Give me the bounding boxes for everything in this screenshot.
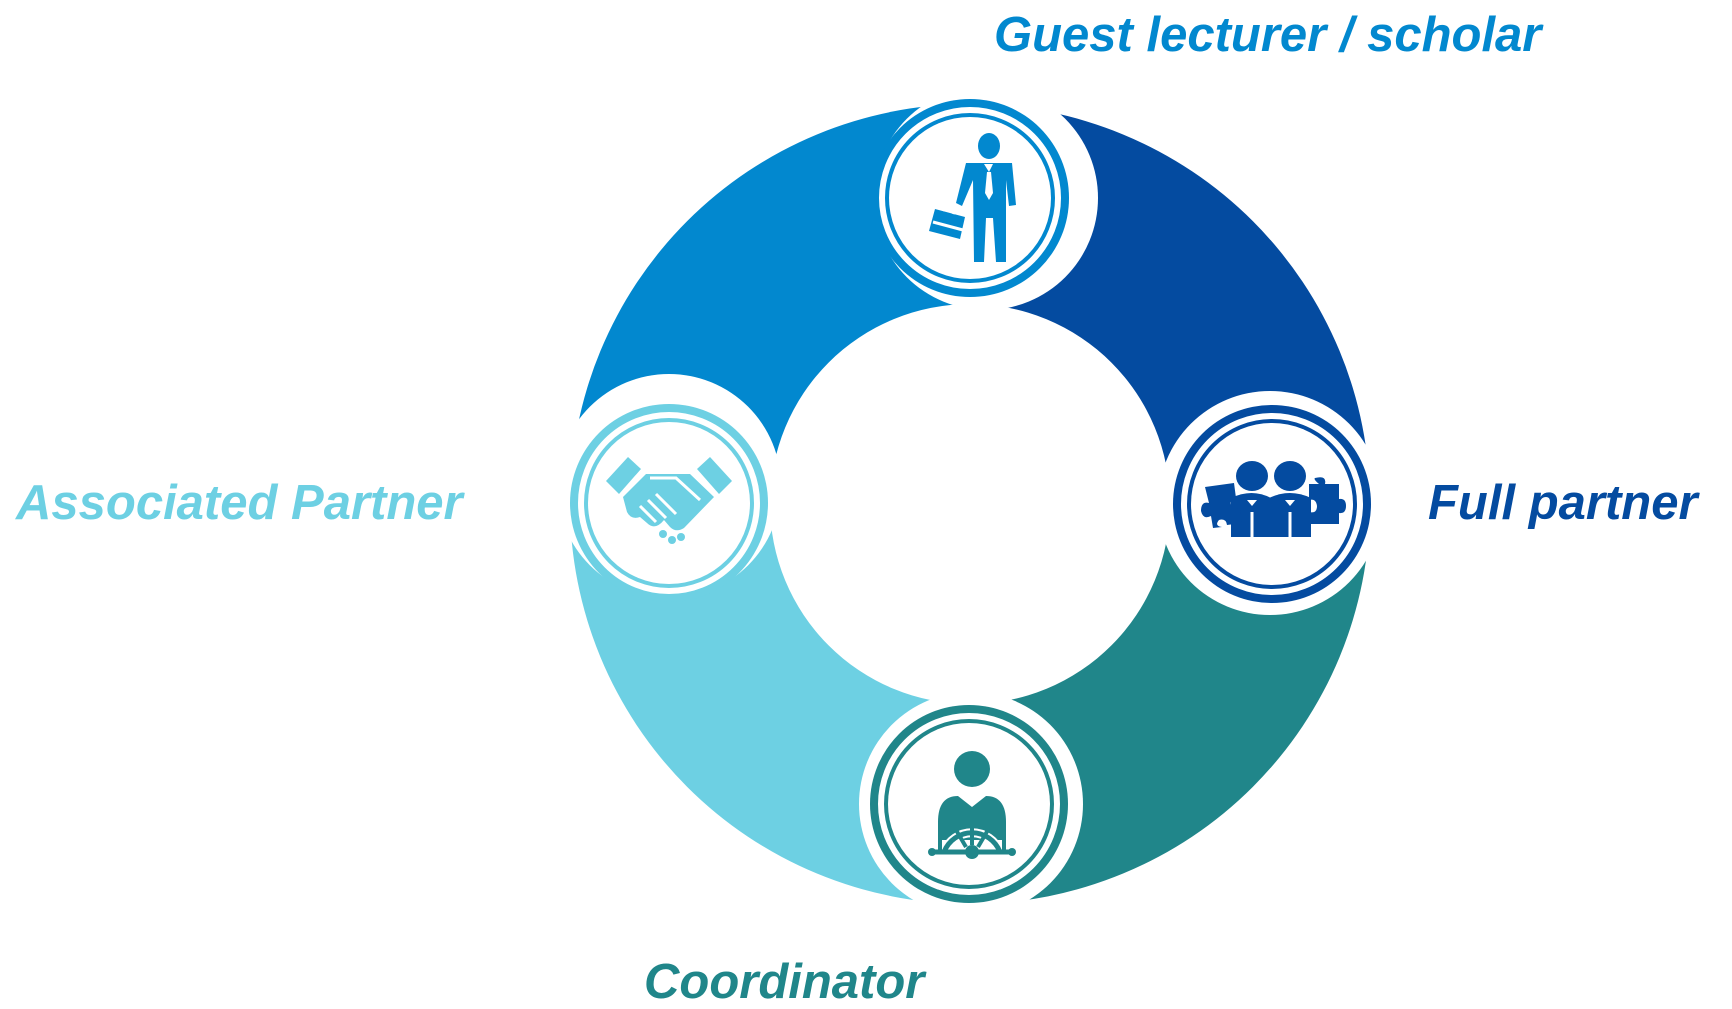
team-puzzle-icon [1201,461,1346,537]
person-ship-wheel-icon [928,751,1016,859]
businessman-briefcase-icon [929,133,1016,262]
role-label-associated-partner: Associated Partner [16,476,463,530]
handshake-icon [606,457,732,544]
role-label-coordinator: Coordinator [644,955,925,1009]
role-label-full-partner: Full partner [1428,476,1698,530]
role-label-guest-lecturer: Guest lecturer / scholar [994,8,1542,62]
